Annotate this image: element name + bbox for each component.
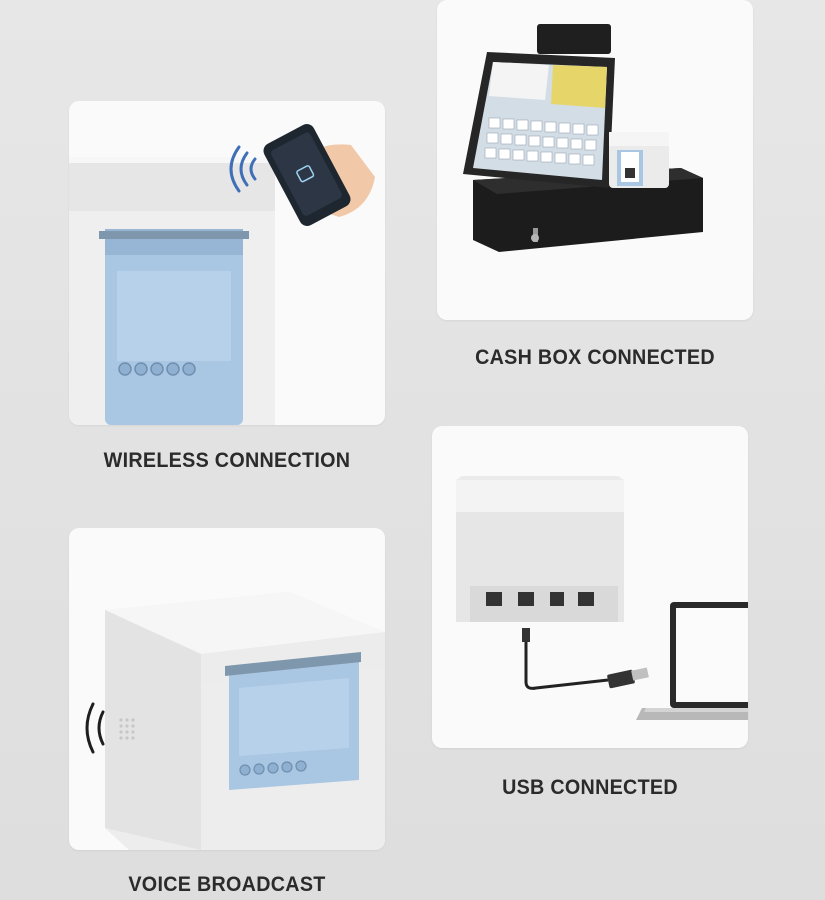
usb-cable-icon xyxy=(522,628,649,690)
usb-connected-caption: USB CONNECTED xyxy=(502,776,678,799)
wireless-printer-image xyxy=(69,124,375,425)
usb-connected-card xyxy=(432,426,748,748)
wireless-waves-icon xyxy=(229,145,257,193)
sound-waves-icon xyxy=(85,702,105,754)
wireless-connection-caption: WIRELESS CONNECTION xyxy=(103,449,351,472)
cash-box-caption: CASH BOX CONNECTED xyxy=(475,346,715,369)
usb-printer-image xyxy=(456,476,748,720)
voice-broadcast-caption: VOICE BROADCAST xyxy=(128,873,326,896)
wireless-connection-card xyxy=(69,101,385,425)
pos-cash-box-image xyxy=(463,24,703,252)
voice-printer-image xyxy=(85,592,385,850)
phone-icon xyxy=(263,124,375,226)
voice-broadcast-card xyxy=(69,528,385,850)
cash-box-card xyxy=(437,0,753,320)
